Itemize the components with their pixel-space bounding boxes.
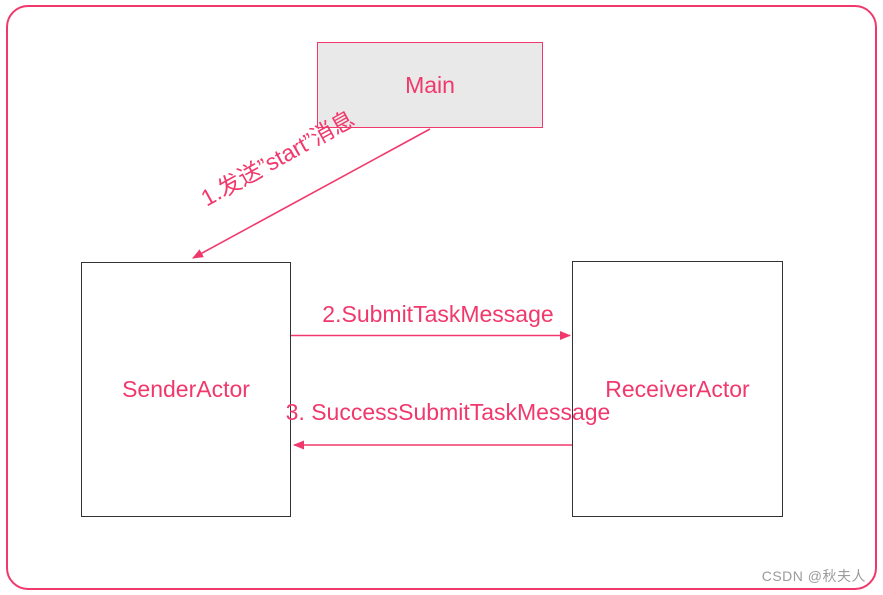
arrow-start-message (192, 128, 431, 259)
node-main: Main (317, 42, 543, 128)
message-2-submit-task-label: 2.SubmitTaskMessage (322, 301, 554, 327)
node-sender-actor: SenderActor (81, 262, 291, 517)
watermark: CSDN @秋夫人 (761, 568, 866, 584)
node-receiver-label: ReceiverActor (605, 375, 750, 402)
node-sender-label: SenderActor (122, 376, 250, 402)
message-3-success-submit-task-label: 3. SuccessSubmitTaskMessage (285, 399, 611, 425)
node-main-label: Main (405, 71, 455, 98)
node-receiver-actor: ReceiverActor (572, 261, 783, 517)
